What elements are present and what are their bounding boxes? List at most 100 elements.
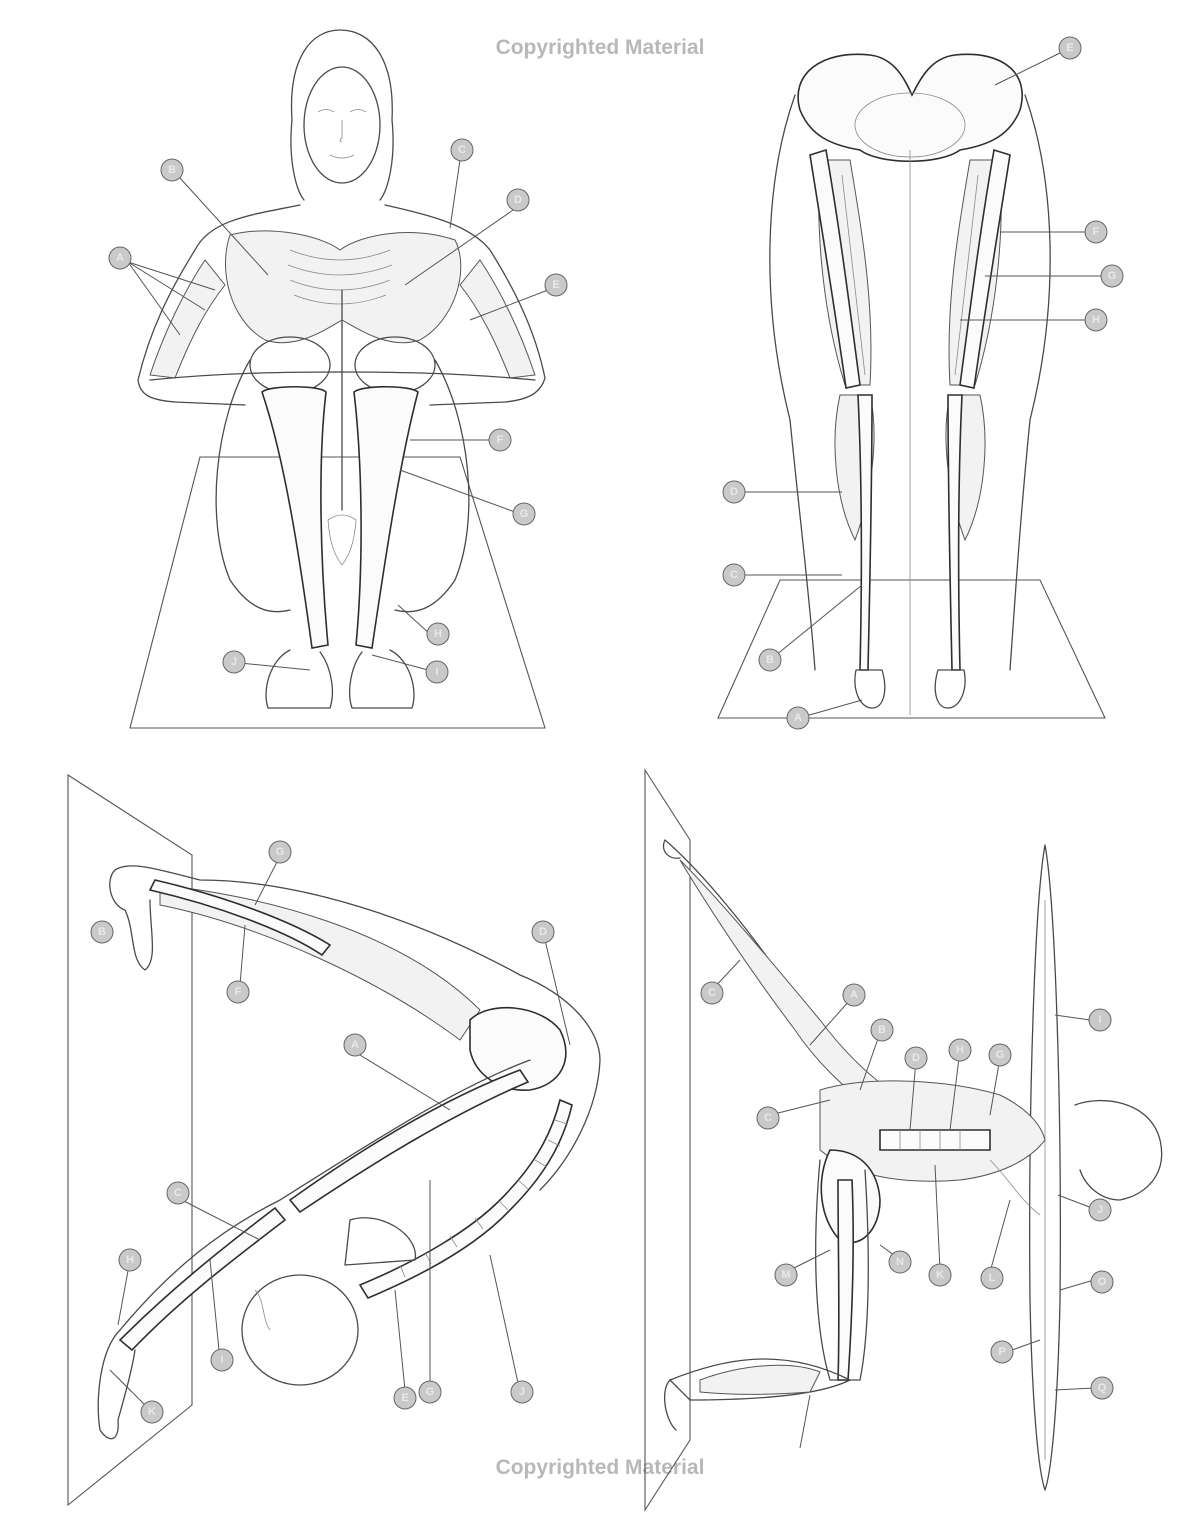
- svg-text:H: H: [434, 628, 442, 640]
- label-badge-icon: D: [904, 1046, 928, 1070]
- svg-text:B: B: [98, 926, 106, 938]
- label-badge-icon: G: [512, 502, 536, 526]
- label-badge-icon: E: [393, 1386, 417, 1410]
- label-badge-icon: C: [722, 563, 746, 587]
- label-badge-icon: B: [758, 648, 782, 672]
- label-badge-icon: A: [786, 706, 810, 730]
- svg-text:F: F: [497, 434, 504, 446]
- label-badge-icon: B: [90, 920, 114, 944]
- label-badge-icon: D: [506, 188, 530, 212]
- label-badge-icon: K: [140, 1400, 164, 1424]
- label-badge-icon: E: [1058, 36, 1082, 60]
- right-tibia: [353, 386, 419, 649]
- svg-text:Q: Q: [1098, 1382, 1107, 1394]
- badges-panel-1: B C D A E F G H I J: [108, 138, 568, 684]
- left-knee: [249, 336, 331, 394]
- pelvis: [797, 53, 1023, 162]
- svg-text:P: P: [998, 1346, 1005, 1358]
- wall-plane: [67, 773, 193, 1507]
- yoga-mat: [717, 579, 1106, 719]
- left-tibia: [261, 386, 329, 649]
- svg-text:C: C: [730, 569, 738, 581]
- wall-plane: [644, 768, 691, 1512]
- svg-text:A: A: [351, 1039, 359, 1051]
- label-badge-icon: I: [1088, 1008, 1112, 1032]
- svg-text:B: B: [168, 164, 176, 176]
- label-badge-icon: H: [1084, 308, 1108, 332]
- svg-text:J: J: [519, 1386, 525, 1398]
- label-badge-icon: E: [544, 273, 568, 297]
- label-badge-icon: H: [948, 1038, 972, 1062]
- right-heel: [934, 669, 966, 709]
- svg-text:H: H: [1092, 314, 1100, 326]
- head-side: [241, 1274, 359, 1386]
- svg-text:G: G: [996, 1049, 1005, 1061]
- svg-text:C: C: [458, 144, 466, 156]
- label-badge-icon: L: [980, 1266, 1004, 1290]
- lower-foot: [663, 1379, 677, 1431]
- right-arm-muscles: [459, 259, 536, 379]
- label-badge-icon: G: [268, 840, 292, 864]
- label-badge-icon: F: [226, 980, 250, 1004]
- svg-text:G: G: [426, 1386, 435, 1398]
- svg-text:F: F: [1093, 226, 1100, 238]
- svg-text:D: D: [912, 1052, 920, 1064]
- shoulder-blade: [989, 1159, 1041, 1216]
- svg-text:K: K: [936, 1269, 944, 1281]
- label-badge-icon: C: [700, 981, 724, 1005]
- label-badge-icon: A: [108, 246, 132, 270]
- svg-text:G: G: [520, 508, 529, 520]
- label-badge-icon: A: [842, 983, 866, 1007]
- ribs: [287, 249, 393, 305]
- left-femur: [809, 148, 861, 389]
- svg-text:B: B: [878, 1024, 886, 1036]
- badges-panel-4: C A B C D H G I J K L M N O P Q: [700, 981, 1114, 1400]
- label-badge-icon: C: [166, 1181, 190, 1205]
- svg-text:C: C: [708, 987, 716, 999]
- svg-text:L: L: [989, 1272, 996, 1284]
- svg-text:H: H: [126, 1254, 134, 1266]
- sacrum: [327, 514, 357, 566]
- upper-leg-muscles: [159, 884, 481, 1041]
- torso-outline: [137, 204, 546, 406]
- face-side: [254, 1289, 271, 1331]
- svg-text:F: F: [235, 986, 242, 998]
- lower-leg-horizontal: [669, 1358, 851, 1401]
- head-side: [1074, 1099, 1163, 1201]
- lower-tibia: [118, 1206, 287, 1352]
- panel-wall-supported: C A B C D H G I J K L M N O P Q: [644, 768, 1163, 1512]
- left-arm-muscles: [149, 259, 226, 379]
- arm-outline: [344, 1217, 416, 1266]
- label-badge-icon: B: [160, 158, 184, 182]
- right-knee: [354, 336, 436, 394]
- svg-text:D: D: [514, 194, 522, 206]
- svg-text:A: A: [794, 712, 802, 724]
- label-badge-icon: M: [774, 1263, 798, 1287]
- svg-text:M: M: [781, 1269, 790, 1281]
- label-badge-icon: D: [531, 920, 555, 944]
- left-heel: [854, 669, 886, 709]
- svg-text:H: H: [956, 1044, 964, 1056]
- spine-horizontal: [879, 1129, 991, 1151]
- vertebrae: [399, 1119, 568, 1278]
- label-badge-icon: H: [426, 622, 450, 646]
- svg-text:C: C: [174, 1187, 182, 1199]
- right-foot: [348, 649, 415, 709]
- label-badge-icon: Q: [1090, 1376, 1114, 1400]
- right-tibia: [947, 394, 963, 671]
- svg-text:J: J: [231, 656, 237, 668]
- thighs-outline: [215, 359, 470, 613]
- left-foot: [265, 649, 334, 709]
- calf-horizontal: [699, 1364, 821, 1395]
- upper-leg-outline: [114, 865, 601, 1191]
- leaders-panel-2: [744, 51, 1104, 717]
- svg-text:I: I: [1098, 1014, 1101, 1026]
- label-badge-icon: G: [1100, 264, 1124, 288]
- label-badge-icon: C: [756, 1106, 780, 1130]
- yoga-mat: [129, 456, 546, 729]
- watermark-bottom: Copyrighted Material: [495, 1456, 705, 1479]
- svg-text:N: N: [896, 1256, 904, 1268]
- svg-text:I: I: [435, 666, 438, 678]
- lower-femur: [288, 1069, 530, 1214]
